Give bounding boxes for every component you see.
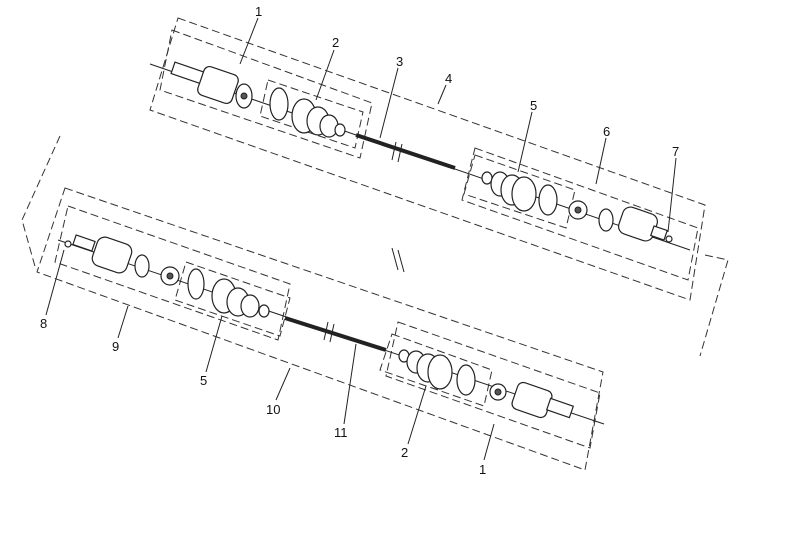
callout-6: 6 xyxy=(603,124,610,139)
group-2-outline-top xyxy=(259,79,364,149)
break-marks xyxy=(391,247,405,273)
assembly-connector xyxy=(21,135,61,271)
callout-2-top: 2 xyxy=(332,35,339,50)
group-5-outline-left xyxy=(174,261,291,337)
callout-5-left: 5 xyxy=(200,373,207,388)
cv-boot-left xyxy=(187,268,270,318)
group-5-outline-right xyxy=(463,154,576,229)
callout-1-bottom: 1 xyxy=(479,462,486,477)
group-9-outline xyxy=(54,205,291,341)
callout-11: 11 xyxy=(334,425,348,440)
group-2-outline-bottom xyxy=(379,333,493,407)
outer-cv-joint-bottom xyxy=(489,381,575,419)
callout-9: 9 xyxy=(112,339,119,354)
outer-cv-joint-top xyxy=(170,61,253,109)
assembly-connector-right xyxy=(699,254,729,357)
callout-2-bottom: 2 xyxy=(401,445,408,460)
callout-labels: 1 2 3 4 5 6 7 8 9 5 10 11 2 1 xyxy=(40,4,679,477)
group-10-outline xyxy=(36,187,604,471)
group-4-outline xyxy=(149,17,706,301)
callout-4: 4 xyxy=(445,71,452,86)
group-1-outline-bottom xyxy=(385,321,601,449)
callout-5-right: 5 xyxy=(530,98,537,113)
inner-cv-joint xyxy=(568,200,673,243)
callout-7: 7 xyxy=(672,144,679,159)
group-1-outline-top xyxy=(159,29,373,159)
half-shaft-lower xyxy=(284,316,387,352)
lower-shaft-assembly xyxy=(36,187,605,471)
callout-10: 10 xyxy=(266,402,280,417)
cv-boot-top xyxy=(269,87,346,138)
callout-8: 8 xyxy=(40,316,47,331)
upper-shaft-assembly xyxy=(149,17,706,301)
half-shaft-upper xyxy=(355,133,456,170)
cv-boot-bottom xyxy=(398,349,476,396)
callout-1-top: 1 xyxy=(255,4,262,19)
group-6-outline xyxy=(461,147,699,281)
leader-lines xyxy=(45,17,677,461)
inner-cv-joint-lower xyxy=(64,234,180,286)
cv-boot-right xyxy=(481,171,558,216)
callout-3: 3 xyxy=(396,54,403,69)
